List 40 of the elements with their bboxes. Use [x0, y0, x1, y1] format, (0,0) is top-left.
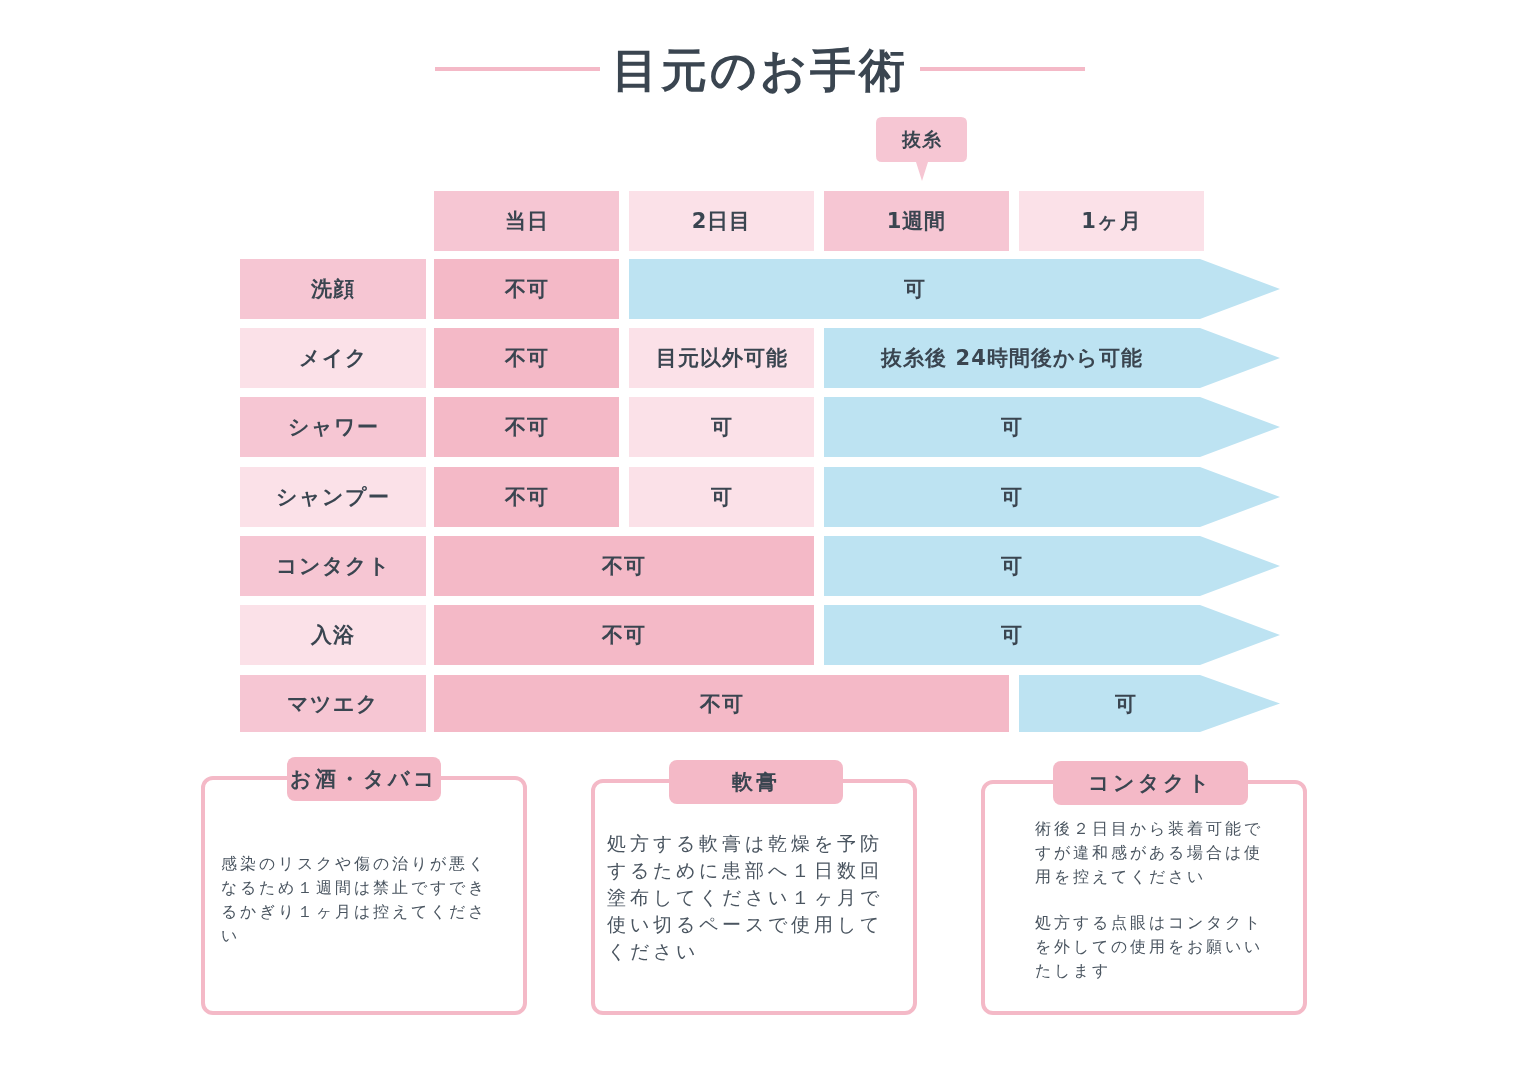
title: 目元のお手術 — [611, 42, 909, 99]
status-cell: 不可 — [434, 605, 814, 665]
note-text: 処方する点眼はコンタクトを外しての使用をお願いいたします — [1035, 912, 1264, 982]
callout-bubble: 抜糸 — [876, 117, 967, 181]
status-cell: 不可 — [434, 675, 1009, 732]
status-cell: 可 — [629, 467, 814, 527]
note-text: 感染のリスクや傷の治りが悪くなるため１週間は禁止ですできるかぎり１ヶ月は控えてください — [221, 853, 488, 947]
pointed-band: 可 — [824, 605, 1280, 665]
row-header: 洗顔 — [240, 259, 426, 319]
note-card — [591, 760, 917, 1015]
column-header: 1ヶ月 — [1019, 191, 1204, 251]
status-cell: 不可 — [434, 328, 619, 388]
column-header: 当日 — [434, 191, 619, 251]
status-cell: 可 — [629, 397, 814, 457]
pointed-band: 可 — [1019, 675, 1280, 732]
row-header: メイク — [240, 328, 426, 388]
heading-tab: 軟膏 — [669, 760, 843, 804]
row-header: マツエク — [240, 675, 426, 732]
status-cell: 不可 — [434, 397, 619, 457]
status-cell: 不可 — [434, 536, 814, 596]
column-header: 2日目 — [629, 191, 814, 251]
pointed-band: 抜糸後 24時間後から可能 — [824, 328, 1280, 388]
pointed-band: 可 — [824, 467, 1280, 527]
status-cell: 目元以外可能 — [629, 328, 814, 388]
pointed-band: 可 — [824, 397, 1280, 457]
status-cell: 不可 — [434, 259, 619, 319]
pointed-band: 可 — [824, 536, 1280, 596]
row-header: 入浴 — [240, 605, 426, 665]
note-card — [201, 757, 527, 1015]
note-text: 処方する軟膏は乾燥を予防するために患部へ１日数回塗布してください１ヶ月で使い切るペースで使用してください — [607, 831, 884, 964]
row-header: シャンプー — [240, 467, 426, 527]
pointed-band: 可 — [629, 259, 1280, 319]
heading-tab: お酒・タバコ — [287, 757, 441, 801]
row-header: コンタクト — [240, 536, 426, 596]
row-header: シャワー — [240, 397, 426, 457]
note-text: 術後２日目から装着可能ですが違和感がある場合は使用を控えてください — [1035, 818, 1264, 888]
note-card — [981, 761, 1307, 1015]
heading-tab: コンタクト — [1053, 761, 1248, 805]
status-cell: 不可 — [434, 467, 619, 527]
column-header: 1週間 — [824, 191, 1009, 251]
